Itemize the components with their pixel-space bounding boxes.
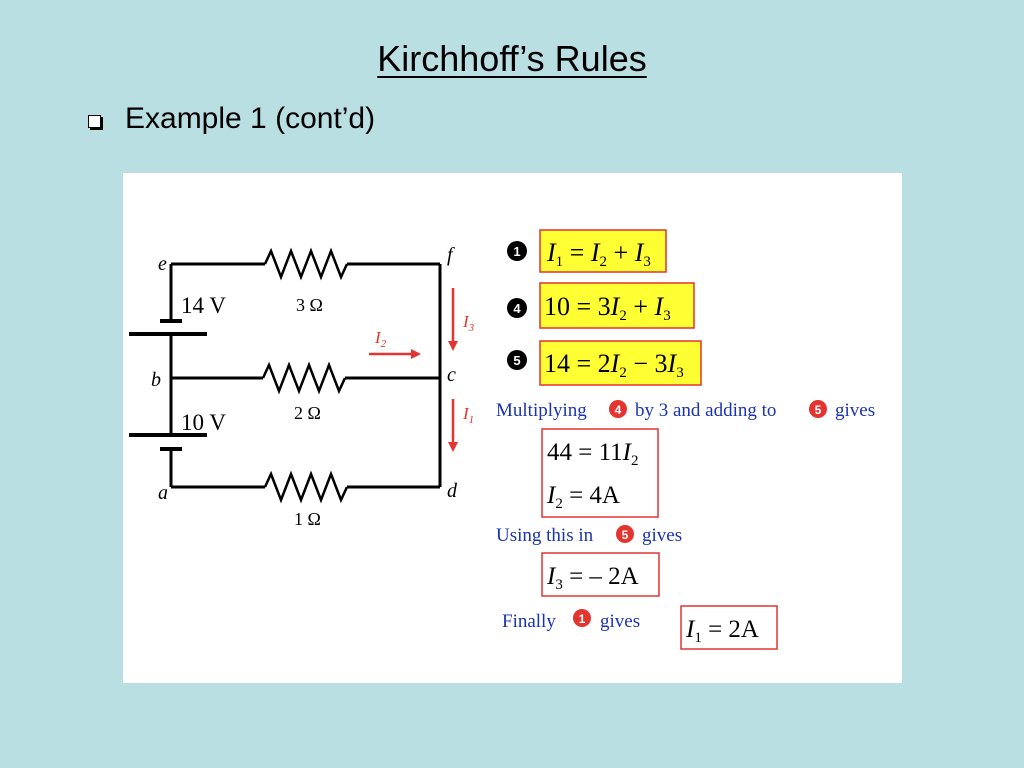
svg-text:5: 5 [513, 353, 520, 368]
svg-text:gives: gives [642, 525, 682, 546]
svg-text:5: 5 [815, 403, 822, 417]
step-1-marker-icon [507, 241, 527, 261]
slide-title: Kirchhoff’s Rules [377, 38, 647, 79]
current-i3-arrowhead [448, 341, 458, 351]
node-e: e [158, 253, 167, 275]
example-figure: e f b c a d 14 V 10 V 3 Ω 2 Ω 1 Ω I2 I3 … [123, 173, 902, 683]
svg-text:14 = 2I2 − 3I3: 14 = 2I2 − 3I3 [544, 349, 684, 381]
svg-text:I3 = – 2A: I3 = – 2A [546, 563, 639, 593]
result-i2-box: 44 = 11I2 I2 = 4A [541, 428, 659, 518]
resistor-1ohm-label: 1 Ω [294, 509, 321, 529]
svg-text:44 = 11I2: 44 = 11I2 [547, 439, 639, 469]
node-f: f [447, 244, 455, 266]
node-d: d [447, 480, 458, 502]
current-i2-label: I2 [374, 328, 387, 350]
current-i1-arrowhead [448, 442, 458, 452]
current-i2-arrowhead [411, 349, 421, 359]
svg-text:Finally: Finally [502, 611, 556, 632]
resistor-2ohm-label: 2 Ω [294, 403, 321, 423]
multiplying-annotation: Multiplying 4 by 3 and adding to 5 gives [496, 400, 875, 421]
svg-text:Multiplying: Multiplying [496, 400, 587, 421]
node-c: c [447, 364, 456, 386]
resistor-3ohm-label: 3 Ω [296, 295, 323, 315]
step-1-inline-marker-icon [573, 609, 591, 627]
step-5-inline-marker-icon [809, 400, 827, 418]
result-i1-box: I1 = 2A [680, 605, 778, 650]
result-i3-box: I3 = – 2A [541, 552, 660, 597]
equation-4-box: 10 = 3I2 + I3 [539, 282, 695, 329]
battery-14v-label: 14 V [181, 293, 226, 318]
bullet-text: Example 1 (cont’d) [125, 102, 376, 135]
equation-1-box: I1 = I2 + I3 [539, 229, 667, 273]
using-annotation: Using this in 5 gives [496, 525, 682, 546]
svg-text:10 = 3I2 + I3: 10 = 3I2 + I3 [544, 292, 671, 324]
node-a: a [158, 482, 168, 504]
battery-10v-label: 10 V [181, 410, 226, 435]
svg-text:4: 4 [513, 301, 521, 316]
svg-text:1: 1 [513, 244, 520, 259]
bullet-item: Example 1 (cont’d) [88, 102, 375, 136]
resistor-1ohm [263, 470, 349, 504]
resistor-2ohm [261, 361, 347, 395]
svg-text:gives: gives [835, 400, 875, 421]
svg-text:I1 = I2 + I3: I1 = I2 + I3 [546, 238, 651, 270]
step-4-marker-icon [507, 298, 527, 318]
step-5-inline-marker-2-icon [616, 525, 634, 543]
svg-text:5: 5 [622, 528, 629, 542]
resistor-3ohm [263, 247, 349, 281]
svg-text:Using this in: Using this in [496, 525, 594, 546]
svg-text:gives: gives [600, 611, 640, 632]
step-4-inline-marker-icon [609, 400, 627, 418]
node-b: b [151, 369, 161, 391]
svg-text:I1 = 2A: I1 = 2A [685, 616, 759, 646]
step-5-marker-icon [507, 350, 527, 370]
finally-annotation: Finally 1 gives [502, 609, 640, 632]
current-i3-label: I3 [462, 312, 475, 334]
svg-text:1: 1 [579, 612, 586, 626]
figure-canvas: e f b c a d 14 V 10 V 3 Ω 2 Ω 1 Ω I2 I3 … [129, 229, 875, 650]
svg-text:by 3 and adding to: by 3 and adding to [635, 400, 776, 421]
square-bullet-icon [88, 114, 101, 128]
circuit-diagram [129, 247, 442, 504]
equation-5-box: 14 = 2I2 − 3I3 [539, 340, 702, 386]
svg-text:I2 = 4A: I2 = 4A [546, 482, 620, 512]
svg-text:4: 4 [615, 403, 622, 417]
current-arrows [369, 288, 458, 452]
step-markers: 1 4 5 [507, 241, 527, 370]
current-i1-label: I1 [462, 404, 474, 426]
